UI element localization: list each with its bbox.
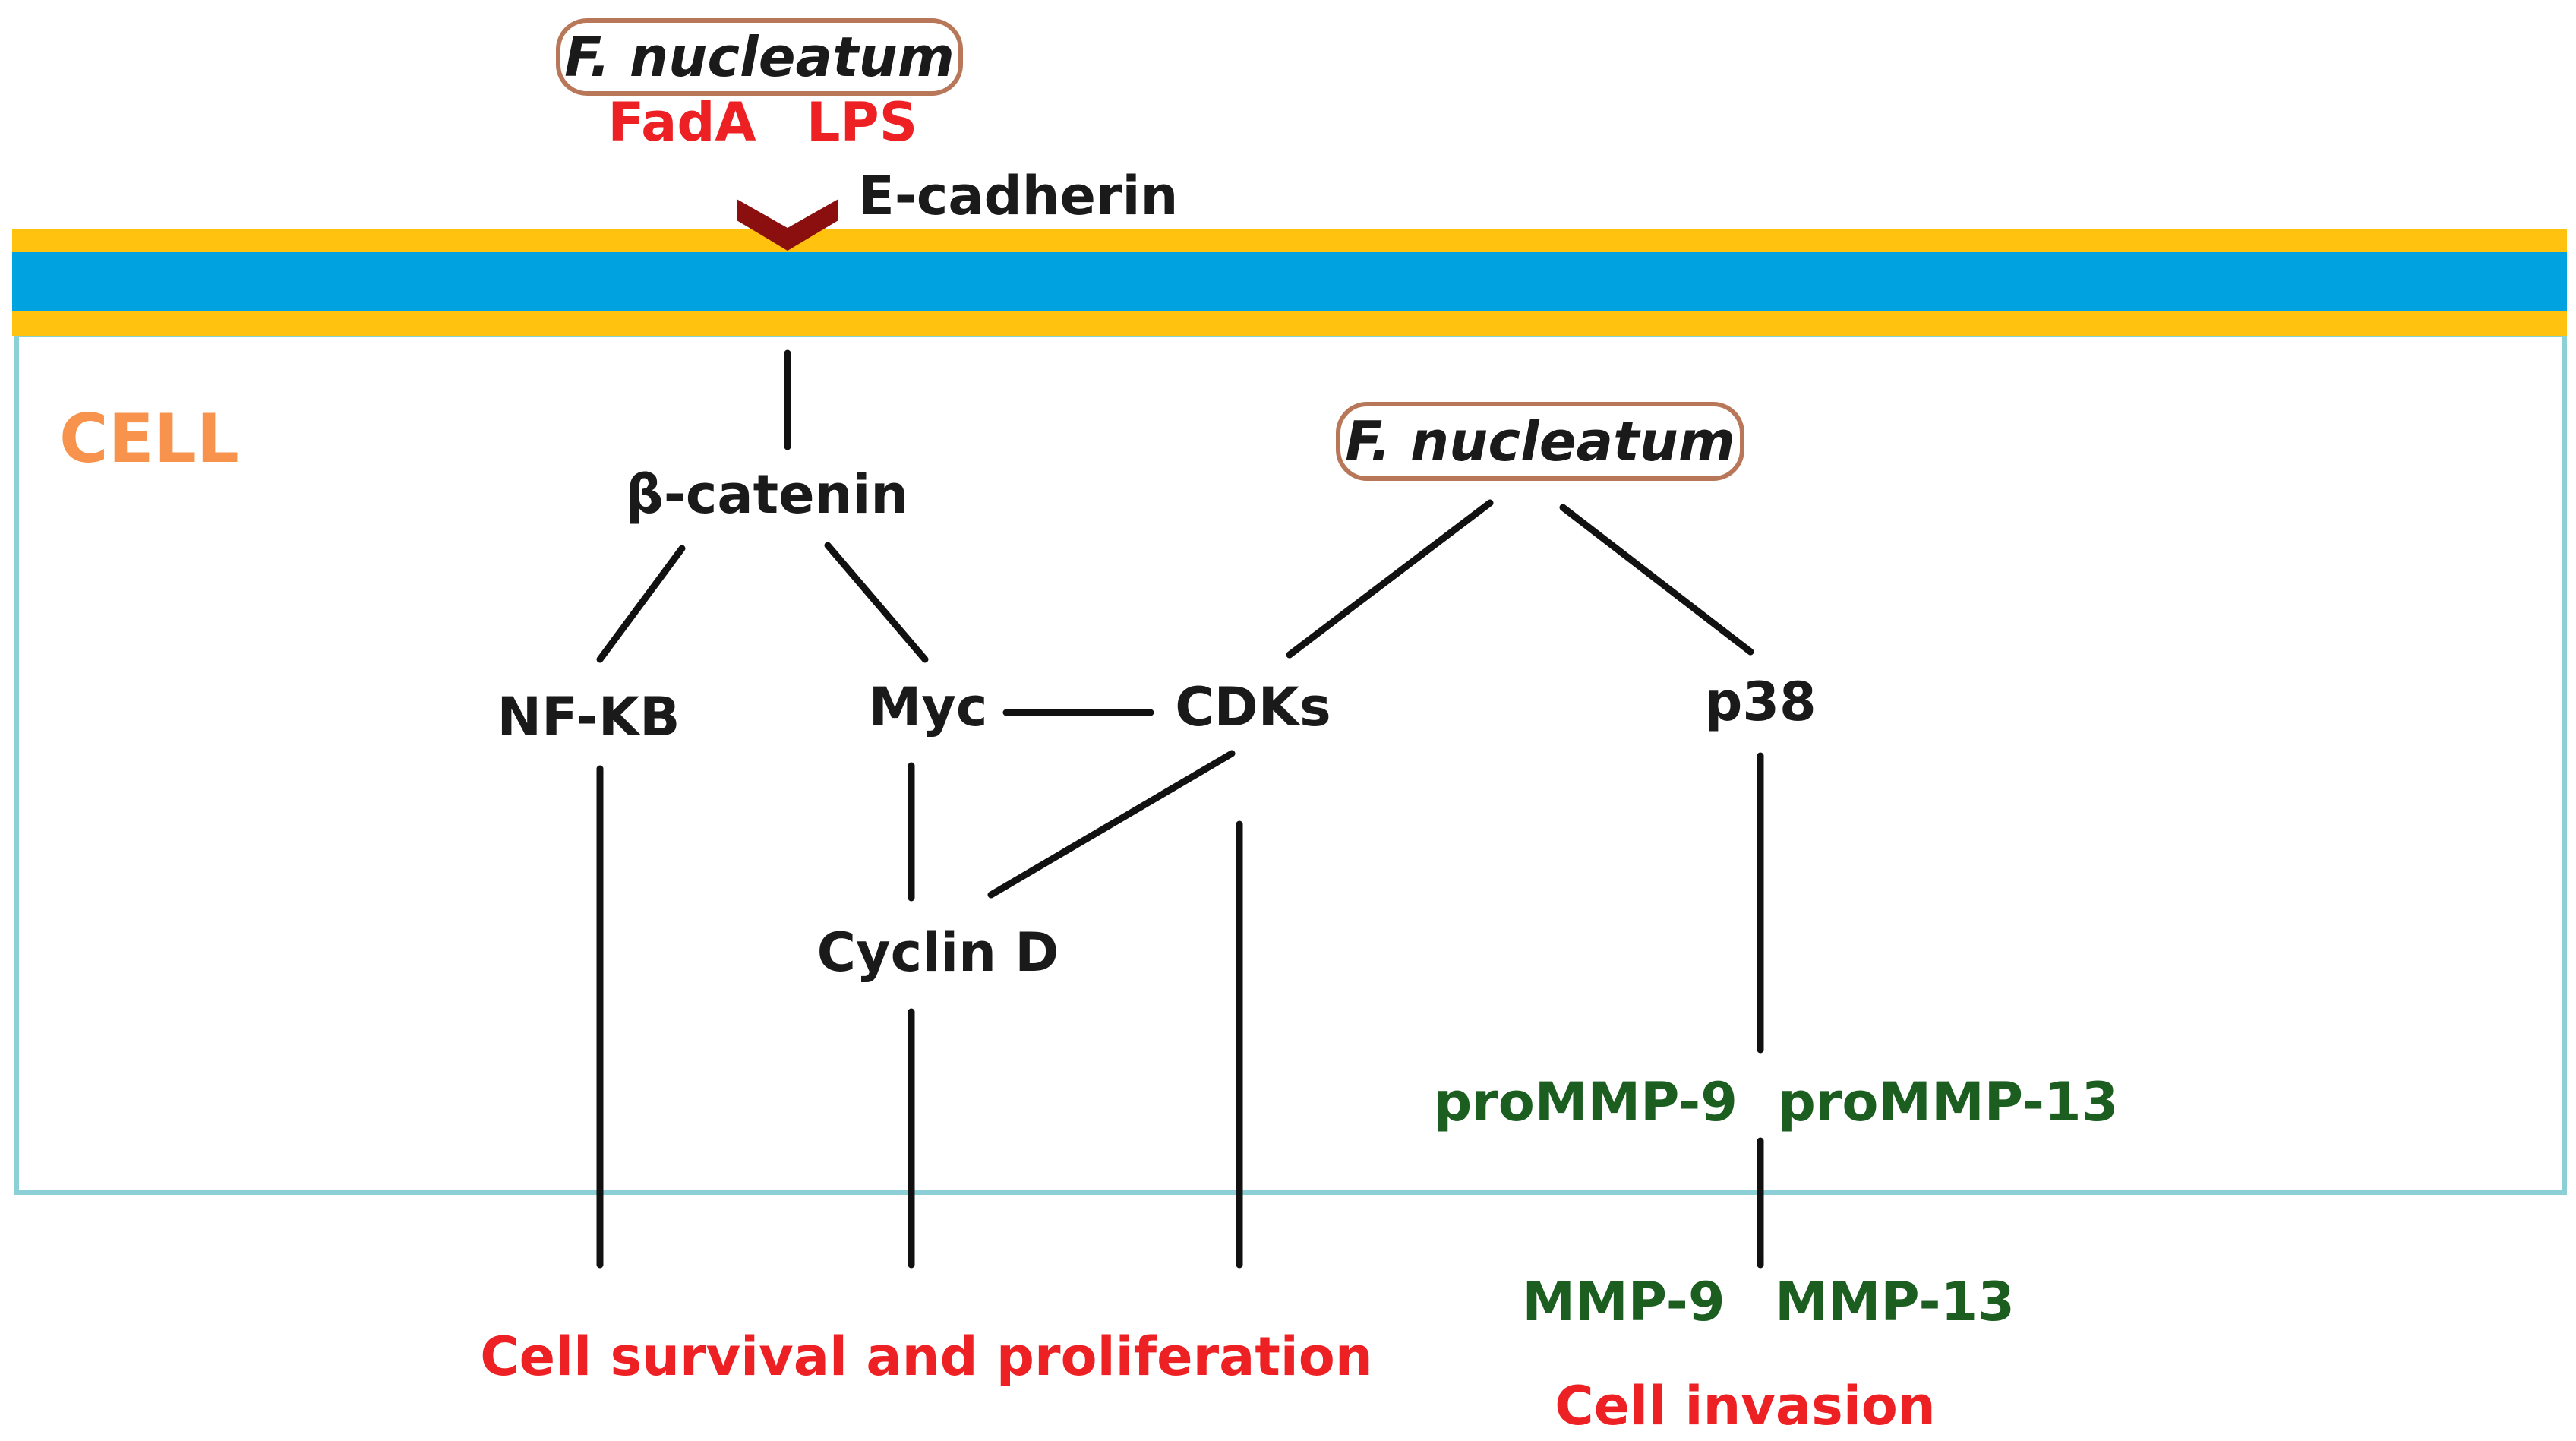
mmp9-label: MMP-9 xyxy=(1522,1271,1725,1333)
cdks-label: CDKs xyxy=(1175,676,1331,738)
bacterium-inner-box xyxy=(1336,402,1744,481)
cell-membrane xyxy=(12,229,2567,336)
cyclin-d-label: Cyclin D xyxy=(817,921,1059,984)
beta-catenin-label: β-catenin xyxy=(626,463,909,526)
arrow-betacatenin-to-myc xyxy=(824,542,929,663)
cell-label: CELL xyxy=(59,400,239,478)
arrow-bacterium-to-cdks xyxy=(1286,499,1494,659)
mmp13-label: MMP-13 xyxy=(1775,1271,2015,1333)
cell-boundary xyxy=(14,332,2567,1195)
arrow-betacatenin-to-nfkb xyxy=(596,545,686,663)
arrow-bacterium-to-p38 xyxy=(1559,504,1754,656)
fada-label: FadA xyxy=(608,91,756,153)
bacterium-top-label: F. nucleatum xyxy=(564,25,955,89)
arrow-cyclin-d-cdks xyxy=(987,750,1236,899)
pathway-arrows xyxy=(596,349,1764,1269)
bacterium-inner-label: F. nucleatum xyxy=(1345,409,1735,473)
prommp13-label: proMMP-13 xyxy=(1778,1071,2119,1133)
e-cadherin-receptor-icon xyxy=(737,199,838,251)
invasion-outcome-label: Cell invasion xyxy=(1555,1375,1935,1437)
myc-label: Myc xyxy=(869,676,988,738)
survival-outcome-label: Cell survival and proliferation xyxy=(480,1326,1372,1388)
nfkb-label: NF-KB xyxy=(497,686,680,748)
p38-label: p38 xyxy=(1704,671,1817,733)
bacterium-top-box xyxy=(556,18,963,96)
lps-label: LPS xyxy=(807,91,917,153)
prommp9-label: proMMP-9 xyxy=(1434,1071,1738,1133)
e-cadherin-label: E-cadherin xyxy=(858,165,1178,227)
